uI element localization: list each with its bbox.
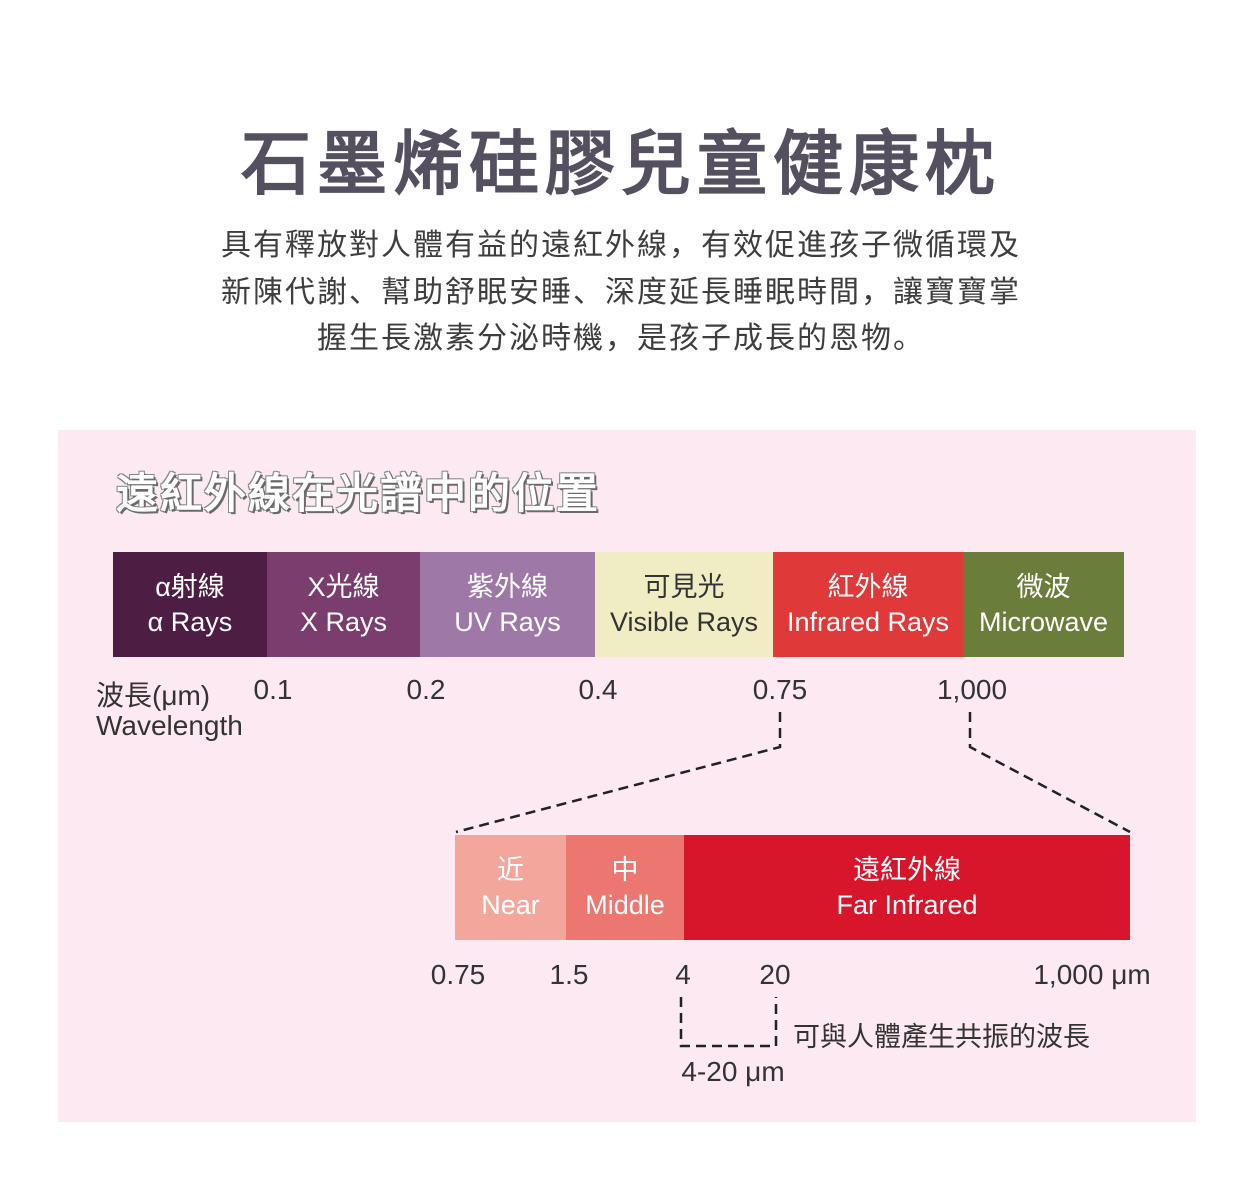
description-line-2: 新陳代謝、幫助舒眠安睡、深度延長睡眠時間，讓寶寶掌 — [221, 275, 1021, 310]
description-line-1: 具有釋放對人體有益的遠紅外線，有效促進孩子微循環及 — [221, 228, 1021, 263]
segment-zh: 可見光 — [643, 571, 725, 602]
spectrum-tick: 1,000 — [936, 674, 1008, 705]
segment-zh: 紫外線 — [467, 571, 548, 602]
segment-near-infrared: 近 Near — [455, 835, 566, 940]
segment-en: Near — [481, 889, 540, 920]
segment-en: α Rays — [147, 606, 233, 637]
segment-en: Middle — [585, 889, 665, 920]
description-line-3: 握生長激素分泌時機，是孩子成長的恩物。 — [317, 321, 925, 356]
wavelength-label-zh: 波長(μm) — [96, 680, 211, 711]
segment-infrared-rays: 紅外線 Infrared Rays — [773, 552, 963, 657]
infrared-tick: 20 — [759, 959, 791, 990]
segment-visible-rays: 可見光 Visible Rays — [595, 552, 773, 657]
connector-right — [968, 712, 1131, 834]
segment-x-rays: X光線 X Rays — [267, 552, 420, 657]
segment-zh: 遠紅外線 — [853, 854, 961, 885]
segment-zh: 紅外線 — [827, 571, 909, 602]
segment-zh: X光線 — [307, 571, 380, 602]
segment-alpha-rays: α射線 α Rays — [113, 552, 267, 657]
segment-en: X Rays — [299, 606, 388, 637]
segment-en: Microwave — [978, 606, 1109, 637]
segment-zh: α射線 — [155, 571, 225, 602]
segment-en: Visible Rays — [609, 606, 759, 637]
diagram-heading: 遠紅外線在光譜中的位置 — [116, 469, 601, 518]
segment-zh: 中 — [611, 854, 639, 885]
segment-zh: 近 — [497, 854, 524, 885]
segment-uv-rays: 紫外線 UV Rays — [420, 552, 595, 657]
resonance-note: 可與人體產生共振的波長 — [793, 1022, 1090, 1052]
page-title: 石墨烯硅膠兒童健康枕 — [241, 123, 1001, 205]
spectrum-tick: 0.75 — [752, 674, 808, 705]
spectrum-tick: 0.2 — [406, 674, 446, 705]
wavelength-label-en: Wavelength — [96, 710, 243, 741]
resonance-range: 4-20 μm — [681, 1056, 785, 1087]
spectrum-tick: 0.1 — [253, 674, 293, 705]
resonance-bracket — [679, 997, 778, 1048]
infrared-tick: 1,000 μm — [1033, 959, 1151, 990]
infrared-tick: 1.5 — [549, 959, 589, 990]
segment-microwave: 微波 Microwave — [963, 552, 1124, 657]
infrared-tick: 4 — [675, 959, 691, 990]
segment-en: Infrared Rays — [786, 606, 950, 637]
segment-middle-infrared: 中 Middle — [566, 835, 684, 940]
spectrum-panel — [58, 430, 1196, 1122]
segment-en: UV Rays — [454, 606, 561, 637]
infrared-tick: 0.75 — [430, 959, 486, 990]
connector-left — [455, 712, 782, 834]
segment-far-infrared: 遠紅外線 Far Infrared — [684, 835, 1130, 940]
segment-en: Far Infrared — [836, 889, 978, 920]
segment-zh: 微波 — [1016, 571, 1071, 602]
spectrum-tick: 0.4 — [578, 674, 618, 705]
